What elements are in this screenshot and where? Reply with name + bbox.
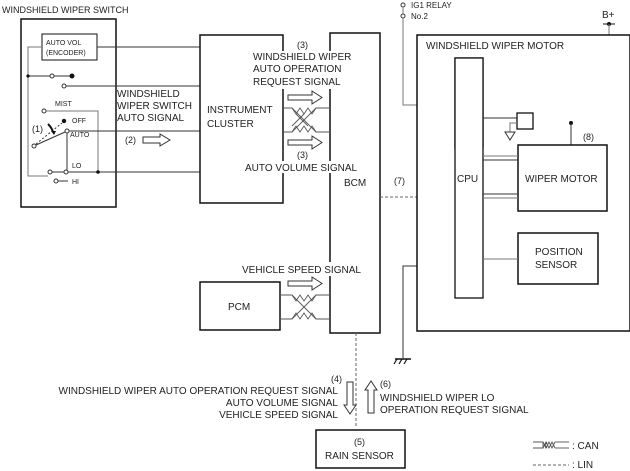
can-top-line2: AUTO OPERATION xyxy=(253,64,342,75)
rain-sensor-box xyxy=(315,429,406,469)
switch-signal-line1: WINDSHIELD xyxy=(117,89,180,100)
cpu-label: CPU xyxy=(457,174,478,185)
cluster-label-2: CLUSTER xyxy=(207,119,254,130)
contact-dot xyxy=(69,73,75,79)
can-bus-cluster-bcm xyxy=(283,107,330,133)
relay-terminal-1 xyxy=(400,2,406,8)
switch-pivot xyxy=(31,143,37,149)
down-signal-line-2: AUTO VOLUME SIGNAL xyxy=(226,398,339,409)
callout-2: (2) xyxy=(125,135,136,145)
rotate-arrowhead-icon xyxy=(51,131,56,135)
speed-arrow-icon xyxy=(287,276,323,291)
signal-arrow-down-icon xyxy=(343,381,357,415)
pcm-box xyxy=(199,281,281,331)
cluster-label-1: INSTRUMENT xyxy=(207,105,273,116)
can-arrow-top-icon xyxy=(287,90,323,105)
cpu-box xyxy=(454,57,484,299)
callout-7: (7) xyxy=(394,176,405,186)
position-sensor-label-2: SENSOR xyxy=(535,260,577,271)
relay-terminal-2 xyxy=(400,13,406,19)
callout-1: (1) xyxy=(32,124,43,134)
switch-signal-line3: AUTO SIGNAL xyxy=(117,113,184,124)
terminal xyxy=(61,83,67,89)
can-label-bg xyxy=(245,51,367,89)
battery-label: B+ xyxy=(602,10,615,21)
pos-off-label: OFF xyxy=(72,118,86,125)
callout-8: (8) xyxy=(583,132,594,142)
ground-triangle-icon xyxy=(504,131,516,141)
auto-vol-encoder-box xyxy=(41,33,98,61)
relay-label-1: IG1 RELAY xyxy=(411,1,452,10)
switch-signal-line2: WIPER SWITCH xyxy=(117,101,192,112)
terminal-hi xyxy=(53,178,59,184)
pos-auto-label: AUTO xyxy=(70,132,90,139)
can-bottom-label: AUTO VOLUME SIGNAL xyxy=(245,163,358,174)
can-arrow-bottom-icon xyxy=(287,135,323,150)
down-signal-line-3: VEHICLE SPEED SIGNAL xyxy=(219,410,338,421)
switch-title: WINDSHIELD WIPER SWITCH xyxy=(2,5,129,15)
relay-ground-wire xyxy=(509,122,517,132)
switch-left-bus xyxy=(27,46,48,177)
junction-dot xyxy=(96,170,100,174)
legend-can-label: : CAN xyxy=(572,441,599,452)
ground-icon xyxy=(393,358,411,365)
switch-lever-off xyxy=(35,122,63,145)
encoder-label-1: AUTO VOL xyxy=(46,40,81,47)
pcm-label: PCM xyxy=(228,302,250,313)
motor-assembly-title: WINDSHIELD WIPER MOTOR xyxy=(426,41,564,52)
can-bus-pcm-bcm xyxy=(280,294,330,320)
vehicle-speed-signal-label: VEHICLE SPEED SIGNAL xyxy=(242,265,361,276)
contact-dot xyxy=(61,118,67,124)
callout-6: (6) xyxy=(380,379,391,389)
rain-sensor-label: RAIN SENSOR xyxy=(325,451,394,462)
switch-lever xyxy=(35,131,66,146)
pos-mist-label: MIST xyxy=(55,101,72,108)
position-sensor-label-1: POSITION xyxy=(535,247,583,258)
motor-relay-box xyxy=(516,112,534,130)
can-top-line1: WINDSHIELD WIPER xyxy=(253,52,351,63)
terminal-mist xyxy=(41,108,47,114)
encoder-label-2: (ENCODER) xyxy=(46,50,86,57)
signal-arrow-up-icon xyxy=(364,380,378,414)
speed-label-bg xyxy=(237,262,367,276)
callout-3-top: (3) xyxy=(297,40,308,50)
bcm-label: BCM xyxy=(344,178,366,189)
can-bottom-label-bg xyxy=(243,161,367,173)
callout-4: (4) xyxy=(331,374,342,384)
callout-3-bottom: (3) xyxy=(297,150,308,160)
junction-dot xyxy=(26,74,30,78)
down-signal-line-1: WINDSHIELD WIPER AUTO OPERATION REQUEST … xyxy=(59,386,339,397)
terminal-auto xyxy=(64,128,70,134)
pos-hi-label: HI xyxy=(72,179,79,186)
wiper-motor-label: WIPER MOTOR xyxy=(525,174,598,185)
terminal xyxy=(47,169,53,175)
mist-wire xyxy=(46,110,99,172)
up-signal-line-1: WINDSHIELD WIPER LO xyxy=(380,393,495,404)
legend-lin-label: : LIN xyxy=(572,460,593,471)
pos-lo-label: LO xyxy=(72,163,82,170)
can-top-line3: REQUEST SIGNAL xyxy=(253,77,341,88)
up-signal-line-2: OPERATION REQUEST SIGNAL xyxy=(380,405,529,416)
terminal xyxy=(49,73,55,79)
signal-arrow-right-icon xyxy=(142,133,171,147)
callout-5: (5) xyxy=(354,437,365,447)
terminal-lo xyxy=(63,169,69,175)
relay-label-2: No.2 xyxy=(411,12,428,21)
wiper-motor-box xyxy=(517,144,608,212)
legend-can-symbol xyxy=(533,440,569,450)
position-sensor-box xyxy=(517,232,599,285)
